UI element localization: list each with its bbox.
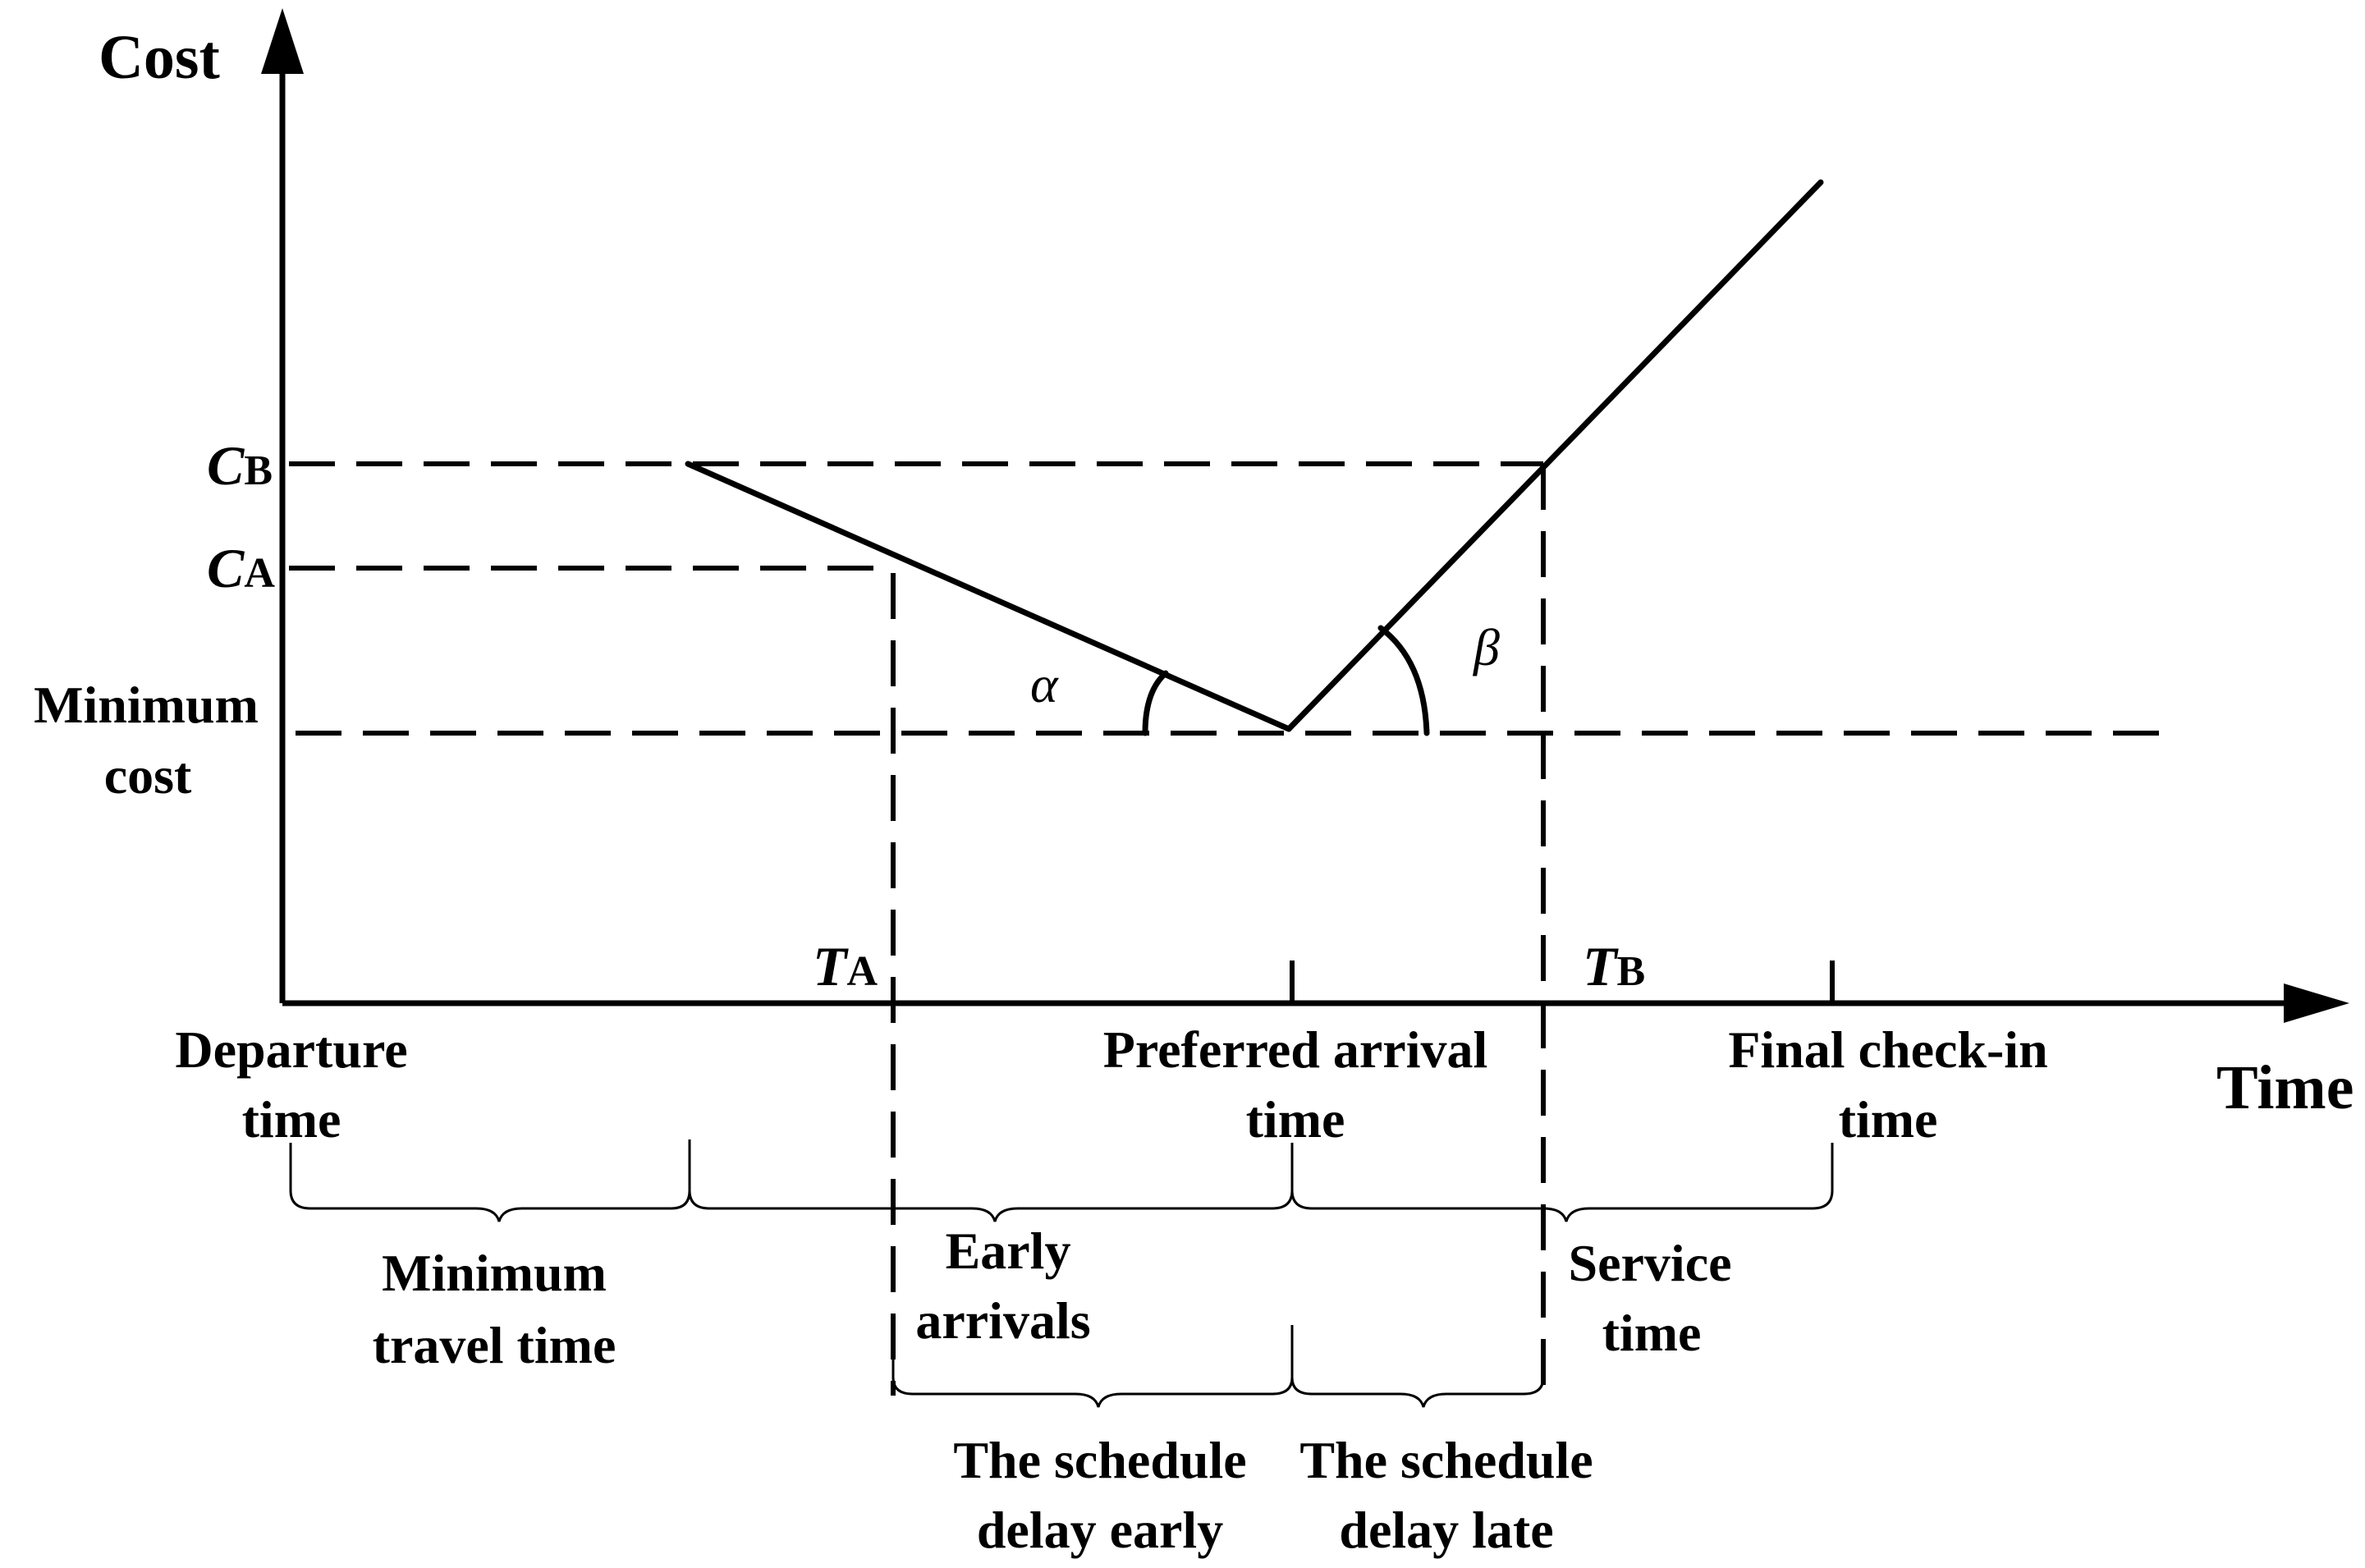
delay-early-label-line1: The schedule xyxy=(953,1431,1246,1489)
min-travel-label-line1: Minimum xyxy=(382,1244,607,1302)
min-travel-label-line2: travel time xyxy=(373,1316,616,1374)
alpha-label: α xyxy=(1030,655,1059,713)
min-cost-label-line2: cost xyxy=(104,746,192,805)
brace-delay-late xyxy=(1290,1346,1545,1408)
beta-label: β xyxy=(1472,618,1500,676)
departure-time-line1: Departure xyxy=(175,1020,407,1079)
y-axis-label: Cost xyxy=(99,23,220,92)
preferred-arrival-line2: time xyxy=(1246,1090,1345,1148)
x-axis-arrow xyxy=(2284,983,2349,1023)
cb-label: CB xyxy=(207,434,273,497)
cost-curve xyxy=(685,179,1824,732)
ca-label: CA xyxy=(207,537,275,599)
x-axis-label: Time xyxy=(2216,1053,2354,1122)
service-time-label-line2: time xyxy=(1602,1304,1702,1362)
brace-min-travel xyxy=(289,1139,691,1222)
delay-early-label-line2: delay early xyxy=(977,1501,1223,1559)
brace-early-arrivals xyxy=(688,1143,1294,1222)
y-axis-arrow xyxy=(261,8,304,74)
final-checkin-line2: time xyxy=(1839,1090,1938,1148)
preferred-arrival-line1: Preferred arrival xyxy=(1103,1020,1488,1079)
early-arrivals-label-line1: Early xyxy=(946,1222,1071,1280)
alpha-arc xyxy=(1142,670,1169,736)
brace-service-time xyxy=(1290,1143,1834,1222)
beta-arc xyxy=(1377,625,1430,736)
departure-time-line2: time xyxy=(242,1090,341,1148)
early-arrivals-label-line2: arrivals xyxy=(915,1291,1090,1350)
min-cost-label-line1: Minimum xyxy=(34,676,259,734)
brace-delay-early xyxy=(891,1325,1294,1408)
delay-late-label-line1: The schedule xyxy=(1299,1431,1593,1489)
service-time-label-line1: Service xyxy=(1569,1234,1732,1292)
delay-late-label-line2: delay late xyxy=(1339,1501,1553,1559)
final-checkin-line1: Final check-in xyxy=(1728,1020,2047,1079)
tb-label: TB xyxy=(1583,935,1645,997)
ta-label: TA xyxy=(813,935,878,997)
